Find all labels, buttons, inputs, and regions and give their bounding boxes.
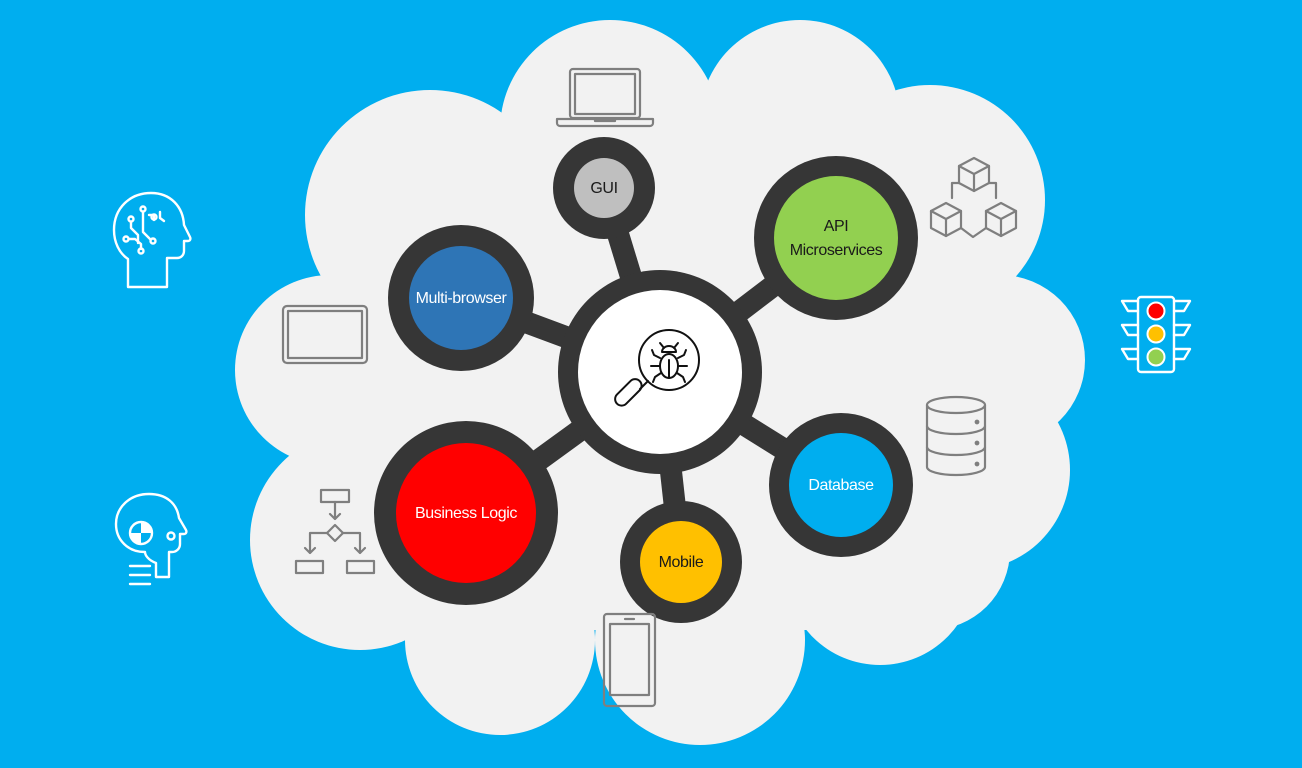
yellow-light-icon: [1146, 324, 1166, 344]
crash-test-head-icon: [114, 492, 188, 586]
ai-brain-head-icon: [112, 191, 192, 289]
node-api-label-line2: Microservices: [790, 242, 883, 259]
traffic-light-icon: [1120, 295, 1192, 374]
node-mobile-label: Mobile: [659, 554, 704, 571]
node-multi-browser-label: Multi-browser: [416, 290, 508, 307]
cubes-icon: [929, 156, 1018, 239]
green-light-icon: [1146, 347, 1166, 367]
node-gui-label: GUI: [590, 180, 617, 197]
node-database[interactable]: Database: [769, 413, 913, 557]
center-hub[interactable]: [558, 270, 762, 474]
flowchart-icon: [294, 488, 376, 575]
red-light-icon: [1146, 301, 1166, 321]
database-icon: [925, 395, 987, 477]
node-api-microservices[interactable]: API Microservices: [754, 156, 918, 320]
node-gui[interactable]: GUI: [553, 137, 655, 239]
laptop-icon: [555, 67, 655, 128]
node-database-label: Database: [808, 477, 874, 494]
node-business-logic-label: Business Logic: [415, 505, 517, 522]
node-multi-browser[interactable]: Multi-browser: [388, 225, 534, 371]
node-business-logic[interactable]: Business Logic: [374, 421, 558, 605]
node-api-label-line1: API: [824, 218, 849, 235]
smartphone-icon: [602, 612, 657, 708]
bug-search-icon: [614, 329, 700, 407]
tablet-icon: [281, 304, 369, 365]
node-mobile[interactable]: Mobile: [620, 501, 742, 623]
